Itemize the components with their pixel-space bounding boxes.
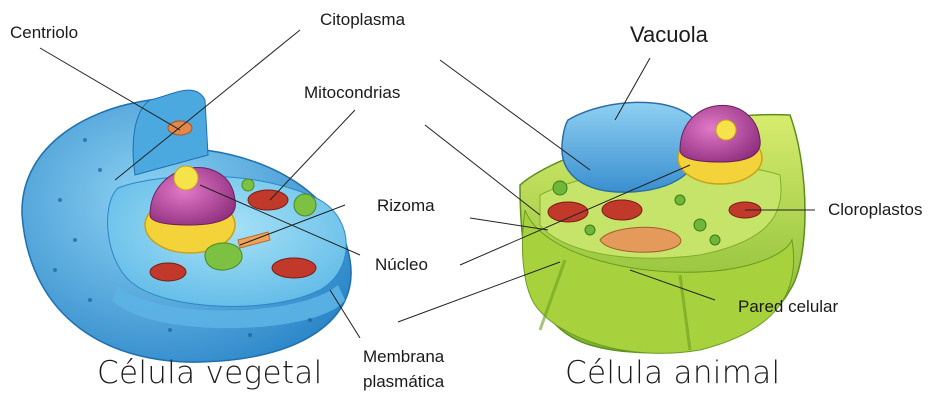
- left-cell: [22, 90, 351, 362]
- label-membrana: Membrana: [363, 347, 444, 367]
- label-vacuola: Vacuola: [630, 22, 708, 48]
- label-cloroplastos: Cloroplastos: [828, 200, 923, 220]
- label-centriolo: Centriolo: [10, 23, 78, 43]
- label-citoplasma: Citoplasma: [320, 10, 405, 30]
- label-plasmatica: plasmática: [363, 372, 444, 392]
- label-nucleo: Núcleo: [375, 255, 428, 275]
- caption-celula-animal: Célula animal: [565, 355, 780, 391]
- label-rizoma: Rizoma: [377, 196, 435, 216]
- caption-celula-vegetal: Célula vegetal: [97, 355, 323, 391]
- label-pared-celular: Pared celular: [738, 297, 838, 317]
- label-mitocondrias: Mitocondrias: [304, 83, 400, 103]
